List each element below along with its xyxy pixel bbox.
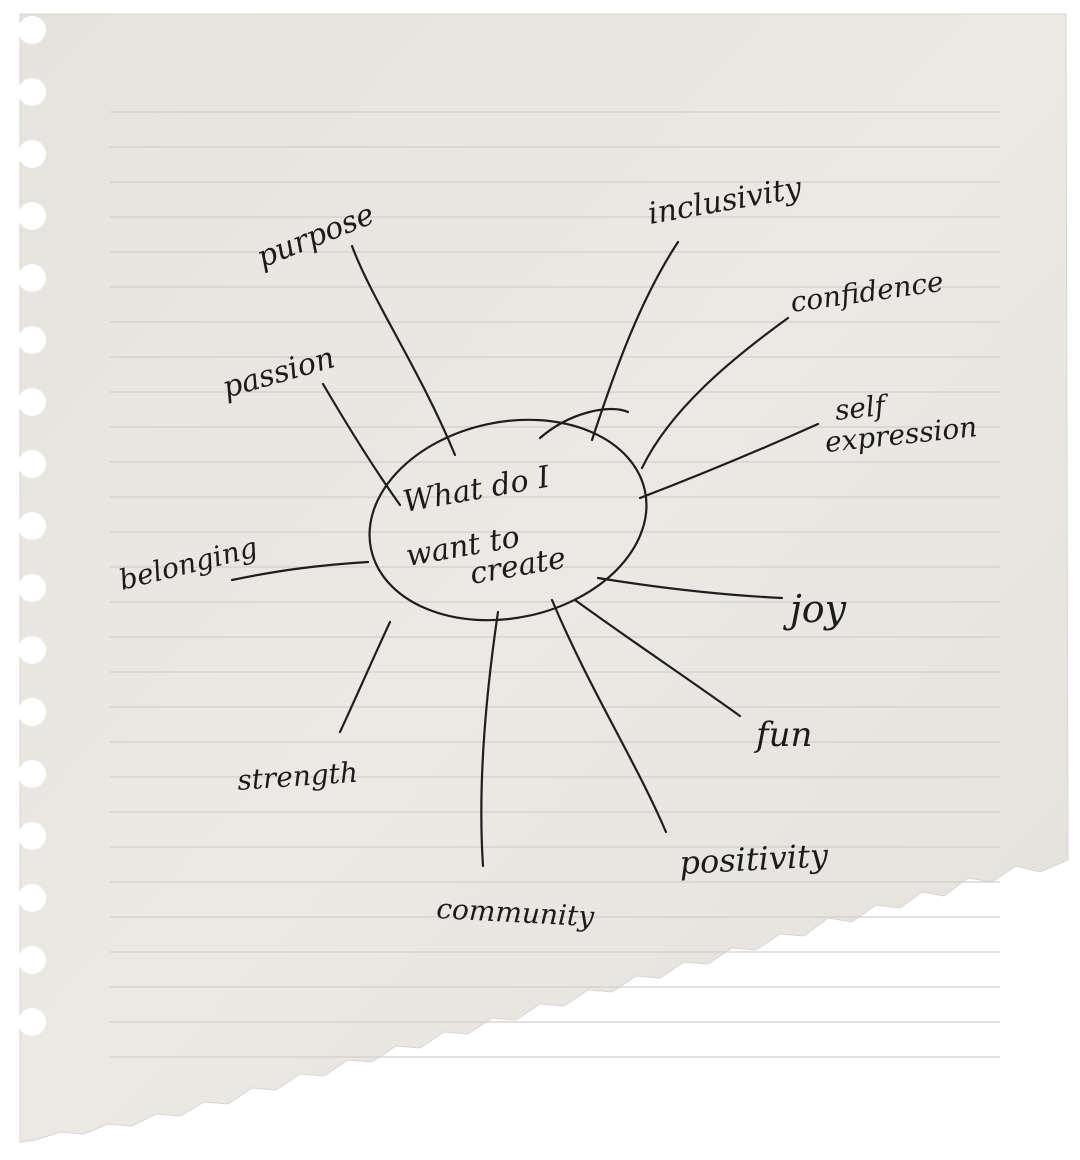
binder-hole bbox=[18, 450, 46, 478]
connector-belonging bbox=[230, 560, 370, 582]
binder-hole bbox=[18, 388, 46, 416]
binder-hole bbox=[18, 822, 46, 850]
binder-hole bbox=[18, 698, 46, 726]
binder-hole bbox=[18, 636, 46, 664]
connector-self-expression bbox=[638, 422, 820, 500]
connector-purpose bbox=[350, 244, 457, 457]
connector-lines bbox=[230, 240, 820, 868]
binder-hole bbox=[18, 946, 46, 974]
connector-strength bbox=[338, 620, 392, 734]
binder-hole bbox=[18, 202, 46, 230]
connector-inclusivity bbox=[590, 240, 680, 442]
connector-confidence bbox=[640, 316, 790, 470]
connector-positivity bbox=[550, 598, 668, 834]
central-ellipse bbox=[368, 418, 648, 622]
binder-hole bbox=[18, 574, 46, 602]
paper-sheet bbox=[19, 13, 1069, 1143]
binder-holes bbox=[18, 16, 46, 1036]
connector-fun bbox=[573, 598, 742, 718]
binder-hole bbox=[18, 760, 46, 788]
branch-label-self-expression-line-1: self bbox=[833, 388, 891, 427]
binder-hole bbox=[18, 326, 46, 354]
connector-passion bbox=[321, 382, 402, 507]
branch-label-joy: joy bbox=[783, 587, 847, 631]
central-ellipse-overlap bbox=[538, 407, 630, 440]
binder-hole bbox=[18, 512, 46, 540]
branch-label-fun: fun bbox=[753, 715, 812, 755]
branch-label-positivity: positivity bbox=[678, 836, 829, 882]
ruled-lines bbox=[110, 111, 1000, 1058]
binder-hole bbox=[18, 1008, 46, 1036]
connector-joy bbox=[596, 576, 784, 600]
binder-hole bbox=[18, 16, 46, 44]
binder-hole bbox=[18, 264, 46, 292]
connector-community bbox=[480, 610, 500, 868]
binder-hole bbox=[18, 884, 46, 912]
binder-hole bbox=[18, 140, 46, 168]
binder-hole bbox=[18, 78, 46, 106]
